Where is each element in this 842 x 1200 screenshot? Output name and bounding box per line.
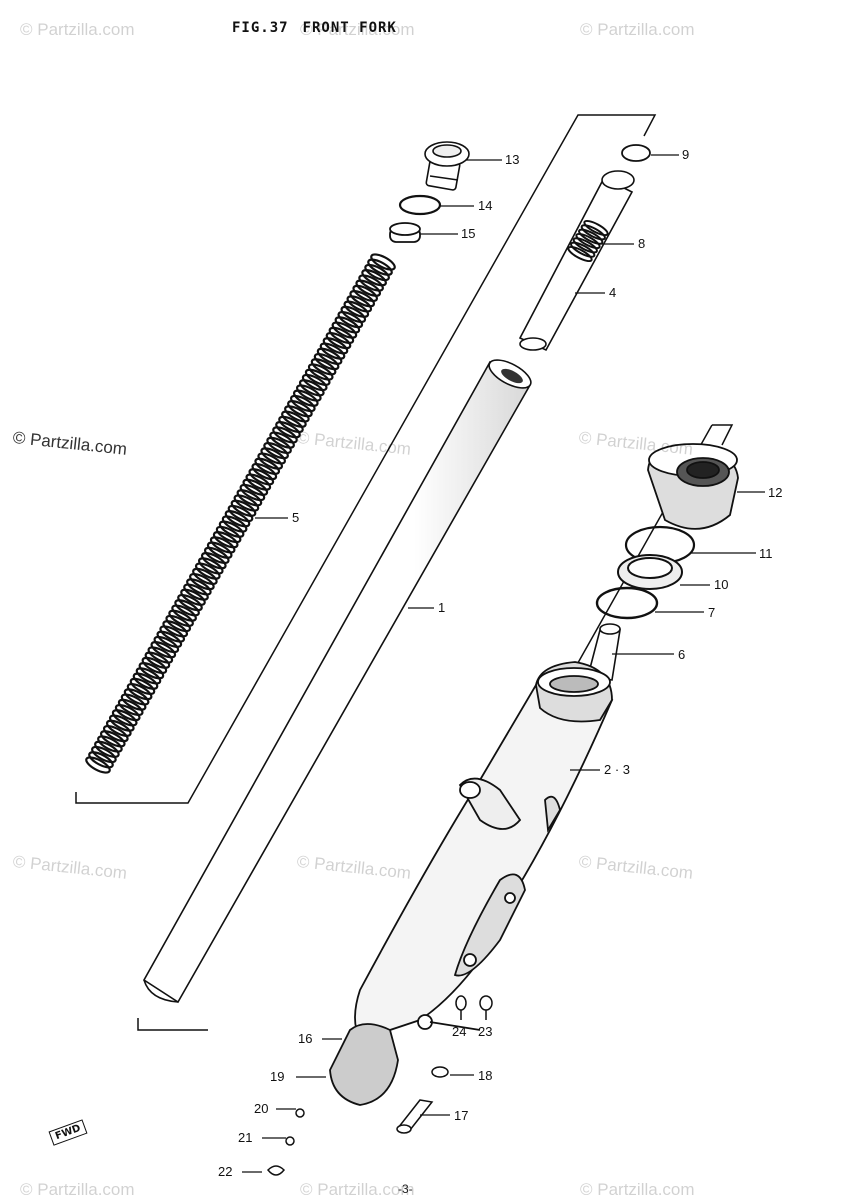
part-label-19: 19: [270, 1069, 285, 1084]
page-number: -3-: [398, 1182, 413, 1196]
part-label-4: 4: [609, 285, 617, 300]
part-label-18: 18: [478, 1068, 493, 1083]
part-label-16: 16: [298, 1031, 313, 1046]
watermark: © Partzilla.com: [580, 1180, 695, 1199]
leader-lines: [242, 154, 765, 1173]
part-label-12: 12: [768, 485, 783, 500]
damper-cap: [621, 144, 651, 162]
rebound-spring: [567, 219, 609, 263]
part-label-14: 14: [478, 198, 493, 213]
figure-number: FIG.37: [232, 20, 289, 36]
part-label-1: 1: [438, 600, 446, 615]
dust-seal: [647, 443, 739, 530]
o-ring: [398, 194, 442, 216]
watermark: © Partzilla.com: [20, 1180, 135, 1199]
part-label-5: 5: [292, 510, 300, 525]
part-label-7: 7: [708, 605, 716, 620]
fork-spring: [85, 253, 396, 774]
part-label-24: 24: [452, 1024, 467, 1039]
figure-title: FIG.37 FRONT FORK: [232, 20, 397, 36]
part-label-8: 8: [638, 236, 646, 251]
part-label-22: 22: [218, 1164, 233, 1179]
watermark: © Partzilla.com: [300, 1180, 415, 1199]
part-label-2-3: 2 · 3: [604, 762, 631, 777]
part-label-23: 23: [478, 1024, 493, 1039]
part-label-21: 21: [238, 1130, 253, 1145]
part-label-13: 13: [505, 152, 520, 167]
damper-rod: [518, 170, 635, 352]
small-hardware: [266, 995, 493, 1176]
fork-cap-bolt: [424, 141, 470, 191]
outer-fork-tube: [329, 661, 614, 1106]
part-label-11: 11: [759, 546, 773, 561]
seal-washer: [595, 586, 659, 620]
watermark: © Partzilla.com: [580, 20, 695, 39]
part-label-20: 20: [254, 1101, 269, 1116]
watermark: © Partzilla.com: [300, 20, 415, 39]
oil-seal: [617, 554, 683, 590]
part-label-10: 10: [714, 577, 729, 592]
part-label-17: 17: [454, 1108, 469, 1123]
figure-name: FRONT FORK: [302, 20, 397, 36]
damper-seat: [587, 623, 621, 681]
spacer: [389, 222, 421, 243]
part-label-15: 15: [461, 226, 476, 241]
inner-fork-tube: [142, 359, 532, 1004]
watermark: © Partzilla.com: [20, 20, 135, 39]
part-label-6: 6: [678, 647, 686, 662]
part-label-9: 9: [682, 147, 690, 162]
